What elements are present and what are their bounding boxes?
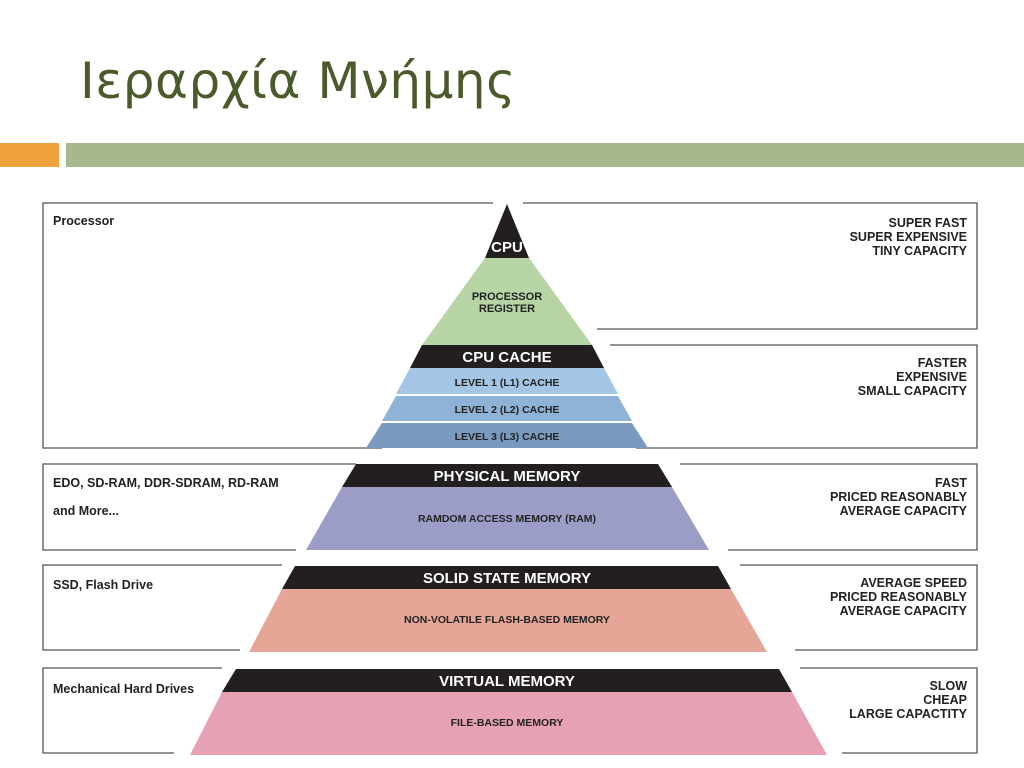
cache-level-2-band xyxy=(382,396,632,421)
cache-level-3-band xyxy=(366,423,648,448)
right-label-hdd-1: SLOW xyxy=(930,679,968,693)
cpu-register-band xyxy=(422,258,592,345)
right-label-hdd-2: CHEAP xyxy=(923,693,967,707)
ssd-sub-label: NON-VOLATILE FLASH-BASED MEMORY xyxy=(404,614,610,626)
left-label-ram-more: and More... xyxy=(53,504,119,518)
right-label-ssd-3: AVERAGE CAPACITY xyxy=(840,604,968,618)
right-label-ssd-1: AVERAGE SPEED xyxy=(860,576,967,590)
right-label-cache-3: SMALL CAPACITY xyxy=(858,384,968,398)
left-panel-hdd xyxy=(42,667,222,754)
right-label-cpu-1: SUPER FAST xyxy=(889,216,968,230)
left-label-processor: Processor xyxy=(53,214,114,228)
accent-bar-orange xyxy=(0,143,59,167)
cpu-sub-label-1: PROCESSOR xyxy=(472,291,542,303)
right-label-cpu-3: TINY CAPACITY xyxy=(872,244,967,258)
left-panel-processor xyxy=(42,202,493,449)
virtual-sub-label: FILE-BASED MEMORY xyxy=(451,717,564,729)
ram-body-band xyxy=(306,487,709,550)
ssd-header-band xyxy=(282,566,731,589)
virtual-header-band xyxy=(222,669,792,692)
right-panel-cache xyxy=(610,344,978,449)
right-label-ssd-2: PRICED REASONABLY xyxy=(830,590,968,604)
left-label-hdd: Mechanical Hard Drives xyxy=(53,682,194,696)
slide-title: Ιεραρχία Μνήμης xyxy=(80,52,516,110)
virtual-header-label: VIRTUAL MEMORY xyxy=(439,673,575,690)
accent-bar-green xyxy=(66,143,1024,167)
cache-header-label: CPU CACHE xyxy=(462,349,551,366)
right-panel-hdd xyxy=(800,667,978,754)
right-label-ram-2: PRICED REASONABLY xyxy=(830,490,968,504)
cpu-header-label: CPU xyxy=(491,239,523,256)
cache-header-band xyxy=(410,345,604,368)
left-label-ram-types: EDO, SD-RAM, DDR-SDRAM, RD-RAM xyxy=(53,476,279,490)
cache-level-3-label: LEVEL 3 (L3) CACHE xyxy=(455,431,560,443)
right-panel-cpu xyxy=(523,202,978,330)
ram-header-band xyxy=(342,464,672,487)
right-label-hdd-3: LARGE CAPACTITY xyxy=(849,707,967,721)
right-panel-ssd xyxy=(740,564,978,651)
ssd-header-label: SOLID STATE MEMORY xyxy=(423,570,591,587)
virtual-body-band xyxy=(190,692,827,755)
left-label-ssd: SSD, Flash Drive xyxy=(53,578,153,592)
right-label-cache-2: EXPENSIVE xyxy=(896,370,967,384)
cpu-header-band xyxy=(485,204,529,258)
left-panel-ssd xyxy=(42,564,282,651)
ram-sub-label: RAMDOM ACCESS MEMORY (RAM) xyxy=(418,513,596,525)
right-label-cpu-2: SUPER EXPENSIVE xyxy=(850,230,967,244)
left-panel-ram xyxy=(42,463,356,551)
cache-level-1-label: LEVEL 1 (L1) CACHE xyxy=(455,377,560,389)
right-panel-ram xyxy=(680,463,978,551)
panel-outlines xyxy=(42,202,978,754)
cache-level-1-band xyxy=(396,368,618,394)
cpu-sub-label-2: REGISTER xyxy=(479,303,535,315)
ram-header-label: PHYSICAL MEMORY xyxy=(434,468,581,485)
right-label-ram-3: AVERAGE CAPACITY xyxy=(840,504,968,518)
cache-level-2-label: LEVEL 2 (L2) CACHE xyxy=(455,404,560,416)
ssd-body-band xyxy=(249,589,767,652)
right-label-cache-1: FASTER xyxy=(918,356,967,370)
right-label-ram-1: FAST xyxy=(935,476,967,490)
